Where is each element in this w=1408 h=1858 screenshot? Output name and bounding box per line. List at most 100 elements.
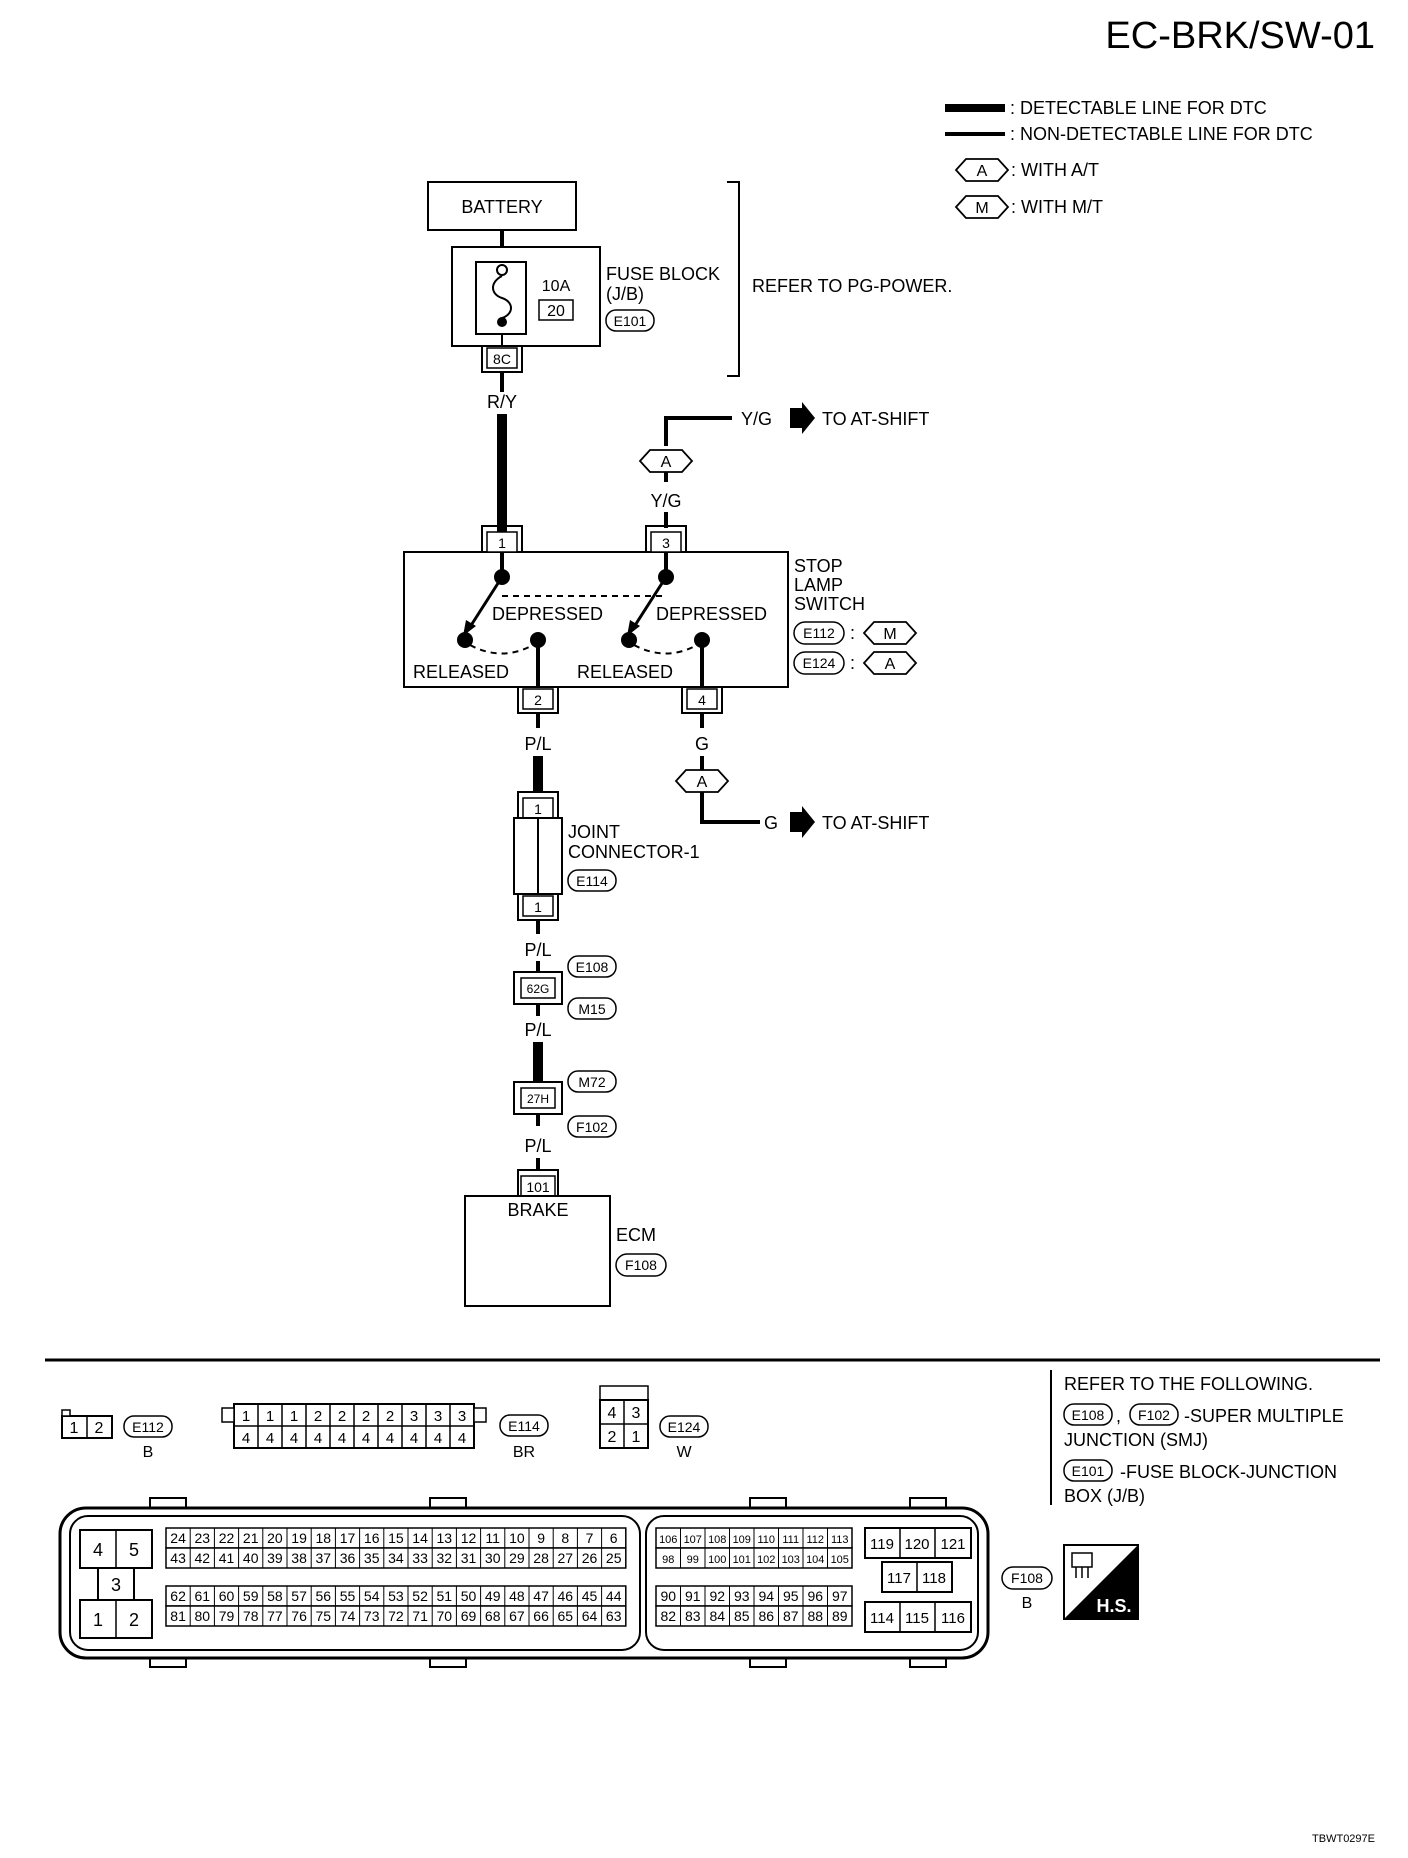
ecm-pin: 60 (219, 1588, 235, 1604)
ecm-pin: 52 (412, 1588, 428, 1604)
svg-text:1: 1 (70, 1420, 79, 1437)
ecm-pin: 16 (364, 1530, 380, 1546)
e124-id: E124 (668, 1419, 701, 1435)
fuse-terminal-8c: 8C (481, 346, 523, 373)
ecm-pin: 82 (660, 1608, 676, 1624)
e114-pin: 4 (362, 1430, 370, 1447)
ecm-pin: 6 (610, 1530, 618, 1546)
ecm-pin: 72 (388, 1608, 404, 1624)
page-title: EC-BRK/SW-01 (1105, 15, 1375, 57)
fuse-block-label: FUSE BLOCK (606, 264, 720, 284)
legend-m-symbol (954, 195, 1010, 219)
ecm-pin: 109 (733, 1534, 751, 1546)
ecm-pin: 38 (291, 1550, 307, 1566)
switch-arm-2 (632, 576, 668, 628)
ecm: 101 BRAKE ECM F108 (464, 1169, 667, 1307)
f108-id: F108 (1011, 1570, 1043, 1586)
wire-color-pl-4: P/L (524, 1136, 551, 1156)
switch-terminal-1: 1 (498, 535, 506, 551)
switch-connector-at: E124 (803, 655, 836, 671)
ecm-pin: 74 (340, 1608, 356, 1624)
legend: : DETECTABLE LINE FOR DTC : NON-DETECTAB… (945, 98, 1313, 219)
joint-terminal-bottom: 1 (534, 899, 542, 915)
ecm-pin: 43 (170, 1550, 186, 1566)
arrow-to-at-shift-2 (790, 806, 815, 838)
legend-a-text: : WITH A/T (1011, 160, 1099, 180)
e124-color: W (676, 1444, 692, 1461)
fuse-connector-id: E101 (614, 313, 647, 329)
depressed-label-1: DEPRESSED (492, 604, 603, 624)
ecm-pin: 71 (412, 1608, 428, 1624)
fuse-terminal-bottom (497, 317, 507, 327)
ecm-pin: 92 (709, 1588, 725, 1604)
ecm-pin: 11 (485, 1530, 500, 1546)
legend-m-text: : WITH M/T (1011, 197, 1103, 217)
ecm-pin: 57 (291, 1588, 307, 1604)
ecm-pin: 21 (243, 1530, 259, 1546)
svg-text:1: 1 (632, 1429, 641, 1446)
fuse-terminal-top (496, 264, 508, 276)
ecm-pin: 53 (388, 1588, 404, 1604)
a-option-symbol-1 (638, 449, 694, 473)
legend-a-symbol (954, 158, 1010, 182)
ecm-pin: 86 (758, 1608, 774, 1624)
refer-bracket (727, 181, 740, 377)
fuse-icon (492, 275, 512, 319)
ecm-connector-id: F108 (625, 1257, 657, 1273)
ecm-pin: 96 (807, 1588, 823, 1604)
ecm-pin: 49 (485, 1588, 501, 1604)
ecm-pin: 14 (412, 1530, 428, 1546)
svg-text:118: 118 (922, 1570, 946, 1587)
document-code: TBWT0297E (1312, 1833, 1375, 1845)
f108-color: B (1022, 1595, 1033, 1612)
ecm-pin: 33 (412, 1550, 428, 1566)
ecm-pin: 91 (685, 1588, 701, 1604)
ecm-pin: 18 (316, 1530, 332, 1546)
joint-connector-id: E114 (576, 873, 608, 889)
e114-pin: 4 (290, 1430, 298, 1447)
ecm-pin: 67 (509, 1608, 525, 1624)
svg-text:27H: 27H (527, 1092, 549, 1106)
e114-pin: 4 (458, 1430, 466, 1447)
a-option-letter-2: A (697, 774, 708, 791)
svg-text:1: 1 (93, 1610, 103, 1630)
ecm-connector-id-group: F108 B (1001, 1566, 1053, 1612)
connector-icon (1071, 1552, 1093, 1568)
ecm-pin: 56 (316, 1588, 332, 1604)
ecm-pin: 48 (509, 1588, 525, 1604)
switch-terminal-3: 3 (662, 535, 670, 551)
ecm-pin: 65 (558, 1608, 574, 1624)
junction-m72: M72 (578, 1074, 605, 1090)
svg-text:2: 2 (129, 1610, 139, 1630)
released-label-2: RELEASED (577, 662, 673, 682)
fuse-amperage: 10A (542, 278, 571, 295)
wire-color-yg: Y/G (650, 491, 681, 511)
ecm-pin: 42 (195, 1550, 211, 1566)
ecm-pin: 95 (783, 1588, 799, 1604)
fuse-block-label-2: (J/B) (606, 284, 644, 304)
svg-text:120: 120 (904, 1536, 929, 1553)
ecm-pin: 12 (461, 1530, 477, 1546)
ecm-pin: 54 (364, 1588, 380, 1604)
ecm-pin: 85 (734, 1608, 750, 1624)
ecm-pin: 70 (437, 1608, 453, 1624)
ecm-pin: 107 (684, 1534, 702, 1546)
ecm-pin: 63 (606, 1608, 622, 1624)
wire-color-pl-2: P/L (524, 940, 551, 960)
ecm-pin: 34 (388, 1550, 404, 1566)
svg-text:8C: 8C (493, 351, 511, 367)
ecm-terminal-101: 101 (526, 1179, 550, 1195)
ecm-pin: 55 (340, 1588, 356, 1604)
wire-yg-upper (664, 416, 732, 446)
svg-text:3: 3 (111, 1575, 121, 1595)
svg-text:115: 115 (905, 1610, 929, 1627)
ecm-pin: 7 (586, 1530, 594, 1546)
ecm-pin: 79 (219, 1608, 235, 1624)
e114-pin: 4 (314, 1430, 322, 1447)
ecm-pin: 19 (291, 1530, 307, 1546)
svg-text:121: 121 (940, 1536, 965, 1553)
m-option-letter: M (883, 626, 896, 643)
legend-a-letter: A (977, 163, 988, 180)
ecm-pin: 20 (267, 1530, 283, 1546)
ecm-pin: 29 (509, 1550, 525, 1566)
